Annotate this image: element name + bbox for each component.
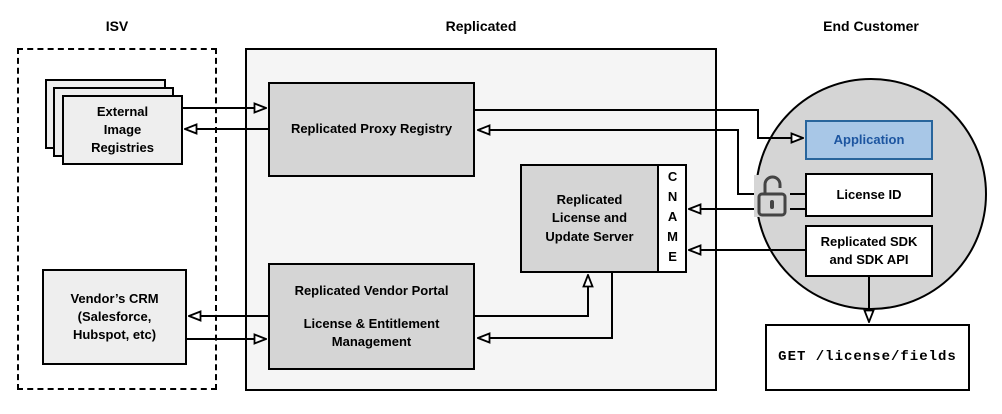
replicated-sdk-box: Replicated SDK and SDK API <box>805 225 933 277</box>
replicated-proxy-registry-label: Replicated Proxy Registry <box>290 121 453 137</box>
heading-isv: ISV <box>105 18 129 34</box>
heading-end-customer: End Customer <box>823 18 919 34</box>
application-label: Application <box>833 131 905 147</box>
replicated-license-update-server-box: Replicated License and Update Server <box>520 164 659 273</box>
external-image-registries-label: External Image Registries <box>91 103 154 156</box>
replicated-proxy-registry-box: Replicated Proxy Registry <box>268 82 475 177</box>
vendor-portal-title: Replicated Vendor Portal <box>294 282 449 298</box>
external-image-registries-box: External Image Registries <box>62 95 183 165</box>
license-id-label: License ID <box>836 186 902 202</box>
cname-label: CNAME <box>665 168 681 269</box>
get-license-fields-box: GET /license/fields <box>765 324 970 391</box>
replicated-vendor-portal-box: Replicated Vendor Portal License & Entit… <box>268 263 475 370</box>
heading-replicated: Replicated <box>445 18 517 34</box>
cname-strip: CNAME <box>657 164 687 273</box>
replicated-sdk-label: Replicated SDK and SDK API <box>820 233 918 267</box>
get-license-fields-label: GET /license/fields <box>778 348 957 365</box>
vendors-crm-label: Vendor’s CRM (Salesforce, Hubspot, etc) <box>70 290 159 343</box>
replicated-license-update-server-label: Replicated License and Update Server <box>545 192 634 244</box>
vendors-crm-box: Vendor’s CRM (Salesforce, Hubspot, etc) <box>42 269 187 365</box>
application-box: Application <box>805 120 933 160</box>
vendor-portal-subtitle: License & Entitlement Management <box>303 315 440 350</box>
license-id-box: License ID <box>805 173 933 217</box>
unlock-icon <box>752 171 792 219</box>
